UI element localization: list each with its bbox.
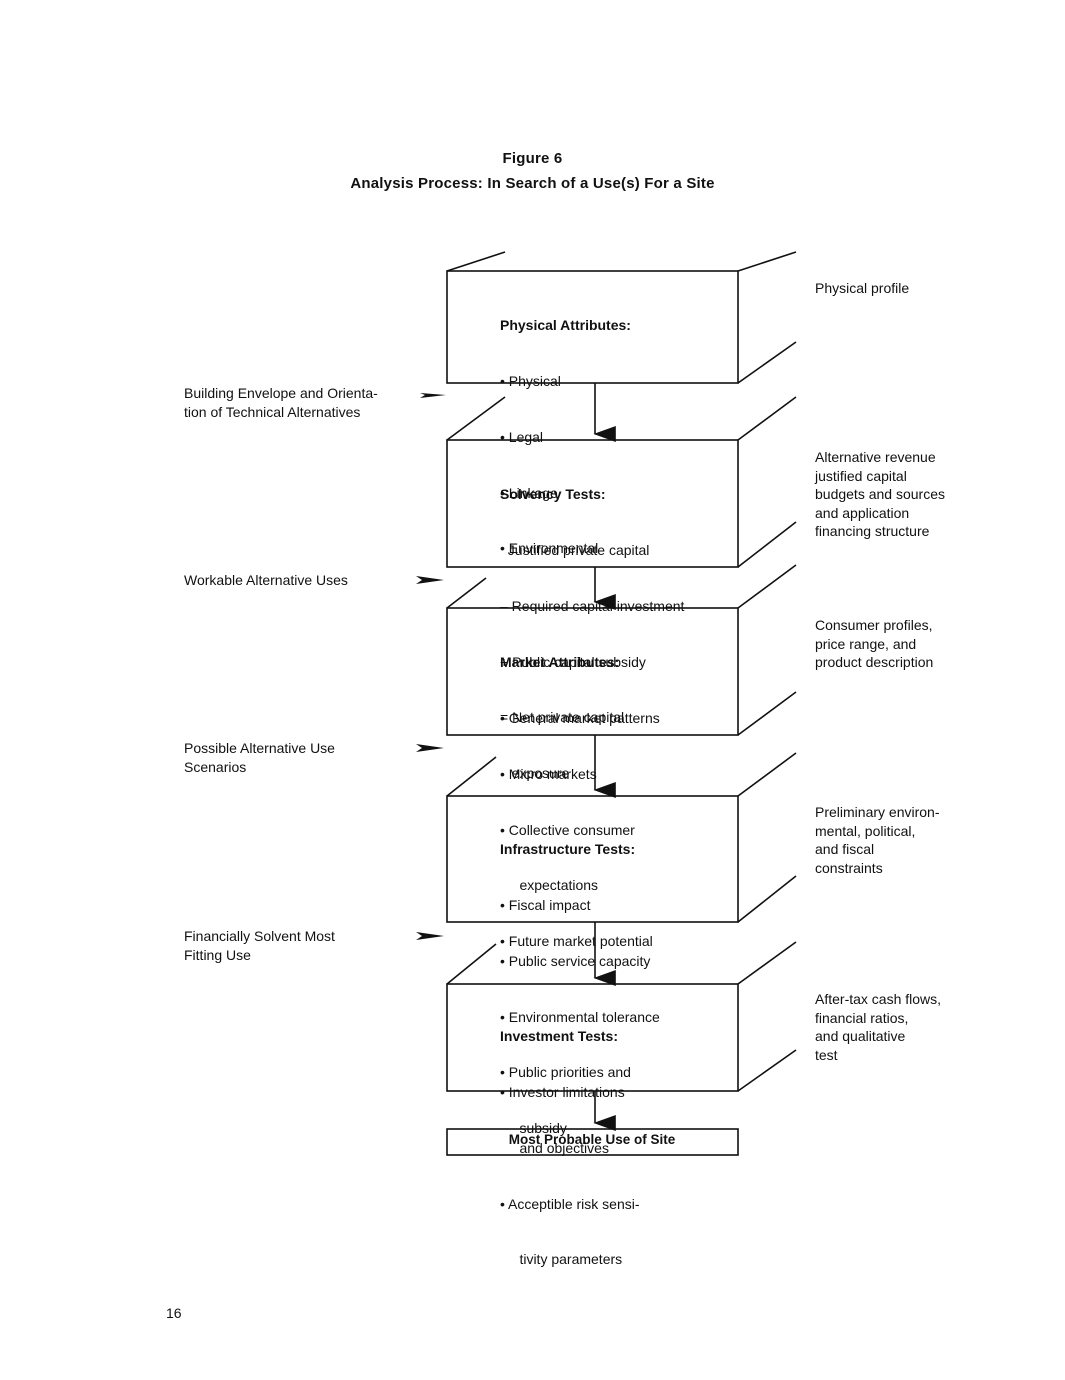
box-4-line: • Public service capacity — [500, 952, 651, 969]
left-note-building-envelope: Building Envelope and Orienta- tion of T… — [184, 385, 378, 420]
right-note-physical-profile: Physical profile — [815, 280, 910, 296]
box-most-probable-use — [446, 1128, 739, 1156]
box-physical-attributes — [446, 270, 739, 384]
box-5-line: and objectives — [500, 1139, 609, 1156]
box-4-line: • Fiscal impact — [500, 896, 591, 913]
page-number: 16 — [166, 1305, 182, 1321]
box-1-line: • Physical — [500, 372, 561, 389]
box-1-heading: Physical Attributes: — [500, 317, 631, 334]
pointer-arrow-4 — [416, 932, 444, 940]
box-4-line: subsidy — [500, 1120, 567, 1137]
box-5-heading: Investment Tests: — [500, 1028, 618, 1045]
box-market-attributes — [446, 607, 739, 736]
right-note-solvency: Alternative revenue justified capital bu… — [815, 449, 945, 540]
box-1-text: Physical Attributes: • Physical • Legal … — [500, 279, 631, 577]
final-box-label: Most Probable Use of Site — [508, 1132, 676, 1147]
right-note-infrastructure: Preliminary environ- mental, political, … — [815, 804, 940, 876]
box-3-text: Market Attributes: • General market patt… — [500, 616, 660, 969]
box-5-text: Investment Tests: • Investor limitations… — [500, 990, 640, 1288]
figure-number: Figure 6 — [502, 150, 563, 167]
box-4-line: • Public priorities and — [500, 1064, 631, 1081]
figure-title: Analysis Process: In Search of a Use(s) … — [350, 175, 715, 192]
box-2-line: exposure — [500, 765, 570, 782]
box-5-line: • Acceptible risk sensi- — [500, 1195, 640, 1212]
box-2-line: = Net private capital — [500, 709, 625, 726]
box-3-line: • General market patterns — [500, 709, 660, 726]
box-2-heading: Solvency Tests: — [500, 486, 606, 503]
box-3-line: • Future market potential — [500, 933, 653, 950]
right-note-investment: After-tax cash flows, financial ratios, … — [815, 991, 942, 1063]
right-note-market: Consumer profiles, price range, and prod… — [815, 617, 934, 671]
pointer-arrow-2 — [416, 576, 444, 584]
box-infrastructure-tests — [446, 795, 739, 923]
pointer-arrow-1 — [420, 393, 446, 398]
left-note-possible-scenarios: Possible Alternative Use Scenarios — [184, 740, 335, 775]
pointer-arrow-3 — [416, 744, 444, 752]
box-investment-tests — [446, 983, 739, 1092]
box-5-line: tivity parameters — [500, 1251, 623, 1268]
box-3-line: • Micro markets — [500, 765, 597, 782]
box-4-heading: Infrastructure Tests: — [500, 841, 636, 858]
box-5-line: • Investor limitations — [500, 1083, 625, 1100]
box-4-text: Infrastructure Tests: • Fiscal impact • … — [500, 803, 660, 1156]
box-1-line: • Legal — [500, 428, 544, 445]
box-3-line: • Collective consumer — [500, 821, 635, 838]
box-1-line: • Environmental — [500, 540, 599, 557]
box-1-line: • Linkage — [500, 484, 558, 501]
left-note-workable-uses: Workable Alternative Uses — [184, 572, 348, 588]
box-2-line: – Required capital investment — [500, 597, 685, 614]
box-2-line: Justified private capital — [500, 541, 650, 558]
box-2-line: + Public capital subsidy — [500, 653, 646, 670]
box-3-heading: Market Attributes: — [500, 654, 620, 671]
box-solvency-tests — [446, 439, 739, 568]
box-4-line: • Environmental tolerance — [500, 1008, 660, 1025]
box-2-text: Solvency Tests: Justified private capita… — [500, 448, 684, 801]
box-3-line: expectations — [500, 877, 599, 894]
left-note-financially-solvent: Financially Solvent Most Fitting Use — [184, 928, 335, 963]
